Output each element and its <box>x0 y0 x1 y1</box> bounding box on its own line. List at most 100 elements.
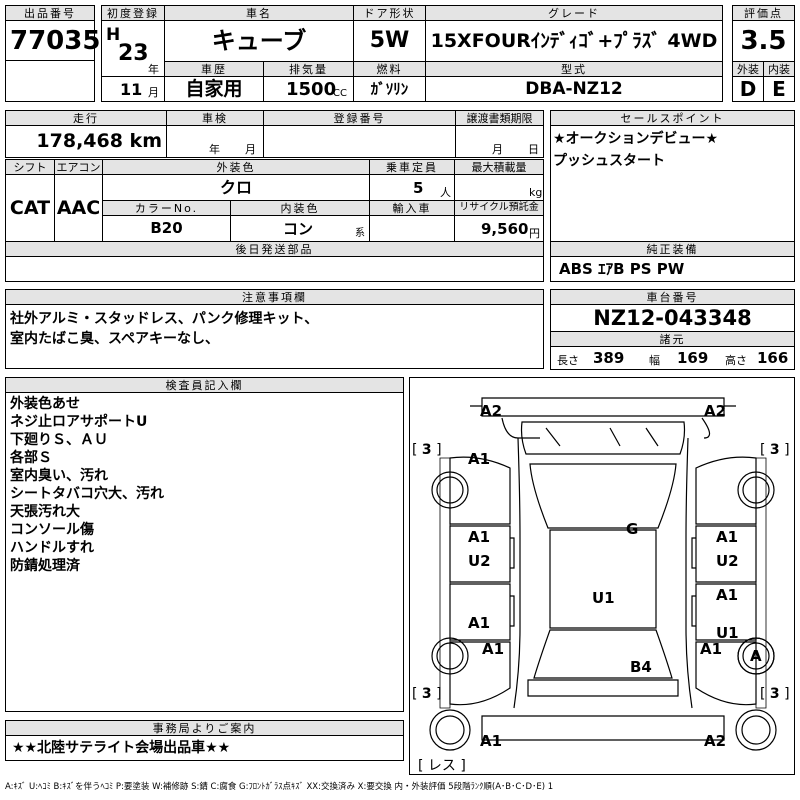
fuel-label: 燃料 <box>353 61 426 77</box>
door-label: ドア形状 <box>353 5 426 21</box>
color-no-label: カラーNo. <box>102 200 231 216</box>
door: 5W <box>353 20 426 62</box>
lot-blank <box>5 60 95 102</box>
inspector-line: 各部Ｓ <box>10 450 52 466</box>
inspection-cell: 年 月 <box>166 125 264 158</box>
reg-year-cell: H 23 年 <box>101 20 165 77</box>
damage-mark: A1 <box>716 586 738 604</box>
inspection-month-unit: 月 <box>245 143 256 156</box>
damage-mark: U2 <box>468 552 491 570</box>
damage-mark: U1 <box>592 589 615 607</box>
spec-label: 諸元 <box>550 331 795 347</box>
reg-year: 23 <box>118 41 149 66</box>
mileage: 178,468 km <box>5 125 167 158</box>
inspector-line: 外装色あせ <box>10 396 80 412</box>
length-label: 長さ <box>557 354 579 367</box>
inspection-label: 車検 <box>166 110 264 126</box>
reg-label: 初度登録 <box>101 5 165 21</box>
recycle: 9,560 <box>481 220 529 238</box>
car-name-label: 車名 <box>164 5 354 21</box>
score-label: 評価点 <box>732 5 795 21</box>
color-no: B20 <box>102 215 231 242</box>
damage-mark: G <box>626 520 638 538</box>
reg-month-cell: 11 月 <box>101 76 165 102</box>
cc-unit: CC <box>333 88 347 99</box>
sales-line-1: ★オークションデビュー★ <box>553 131 719 147</box>
damage-mark: B4 <box>630 658 652 676</box>
damage-mark: A1 <box>482 640 504 658</box>
damage-mark: U1 <box>716 624 739 642</box>
color-label: 外装色 <box>102 159 370 175</box>
spare-tire: [ レス ] <box>418 758 466 774</box>
era: H <box>106 25 121 45</box>
equipment-label: 純正装備 <box>550 241 795 257</box>
int-color-label: 内装色 <box>230 200 370 216</box>
shift: CAT <box>5 174 55 242</box>
ext-label: 外装 <box>732 61 764 77</box>
car-diagram-svg: A2 A2 A1 A1 U2 A1 U2 A1 A1 U1 U1 A1 A1 A… <box>412 397 790 774</box>
mileage-label: 走行 <box>5 110 167 126</box>
inspector-line: ネジ止ロアサポートU <box>10 414 148 430</box>
inspector-line: シートタバコ穴大、汚れ <box>10 486 164 502</box>
capacity-unit: 人 <box>440 186 451 199</box>
inspection-year-unit: 年 <box>209 143 220 156</box>
caution-line-1: 社外アルミ・スタッドレス、パンク修理キット、 <box>10 311 319 327</box>
inspector-line: 室内臭い、汚れ <box>10 468 108 484</box>
chassis-label: 車台番号 <box>550 289 795 305</box>
int-color: コン <box>283 220 314 238</box>
displacement: 1500 <box>286 79 337 100</box>
damage-mark: A1 <box>480 732 502 750</box>
score: 3.5 <box>732 20 795 62</box>
load-unit: kg <box>529 186 543 199</box>
sales-label: セールスポイント <box>550 110 795 126</box>
tire-tread-rl: [ 3 ] <box>412 686 442 702</box>
inspector-line: 天張汚れ大 <box>10 504 80 520</box>
capacity-cell: 5 人 <box>369 174 455 201</box>
later-parts-label: 後日発送部品 <box>5 241 544 257</box>
inspector-notes: 外装色あせ ネジ止ロアサポートU 下廻りＳ、ＡＵ 各部Ｓ 室内臭い、汚れ シート… <box>5 392 404 712</box>
sales-line-2: プッシュスタート <box>553 153 665 169</box>
import-cell <box>369 215 455 242</box>
transfer-month-unit: 月 <box>492 143 503 156</box>
lot-number: 77035 <box>5 20 100 61</box>
model: DBA-NZ12 <box>425 76 723 102</box>
import-label: 輸入車 <box>369 200 455 216</box>
displacement-cell: 1500 CC <box>263 76 354 102</box>
color: クロ <box>102 174 370 201</box>
inspector-line: コンソール傷 <box>10 522 94 538</box>
shift-label: シフト <box>5 159 55 175</box>
width-label: 幅 <box>649 354 660 367</box>
history: 自家用 <box>164 76 264 102</box>
transfer-day-unit: 日 <box>528 143 539 156</box>
transfer-cell: 月 日 <box>455 125 544 158</box>
damage-mark: A2 <box>704 402 726 420</box>
office-note: ★★北陸サテライト会場出品車★★ <box>5 735 404 761</box>
damage-mark: A1 <box>716 528 738 546</box>
damage-mark: A1 <box>468 528 490 546</box>
grade: 15XFOURｲﾝﾃﾞｨｺﾞ+ﾌﾟﾗｽﾞ 4WD <box>425 20 723 62</box>
legend: A:ｷｽﾞ U:ﾍｺﾐ B:ｷｽﾞを伴うﾍｺﾐ P:要塗装 W:補修跡 S:錆 … <box>5 782 554 792</box>
length: 389 <box>593 349 625 367</box>
ac: AAC <box>54 174 103 242</box>
width: 169 <box>677 349 709 367</box>
caution-label: 注意事項欄 <box>5 289 544 305</box>
damage-mark: A1 <box>700 640 722 658</box>
inspector-label: 検査員記入欄 <box>5 377 404 393</box>
recycle-unit: 円 <box>529 227 540 240</box>
load-label: 最大積載量 <box>454 159 544 175</box>
lot-label: 出品番号 <box>5 5 95 21</box>
tire-tread-rr: [ 3 ] <box>760 686 790 702</box>
month-unit: 月 <box>148 86 159 99</box>
damage-mark: A1 <box>468 614 490 632</box>
height: 166 <box>757 349 789 367</box>
ext-grade: D <box>732 76 764 102</box>
damage-mark: A <box>750 647 762 665</box>
model-label: 型式 <box>425 61 723 77</box>
transfer-label: 譲渡書類期限 <box>455 110 544 126</box>
equipment: ABS ｴｱB PS PW <box>550 256 795 282</box>
height-label: 高さ <box>725 354 747 367</box>
inspector-line: 下廻りＳ、ＡＵ <box>10 432 108 448</box>
capacity-label: 乗車定員 <box>369 159 455 175</box>
fuel: ｶﾞｿﾘﾝ <box>353 76 426 102</box>
spec-cell: 長さ 389 幅 169 高さ 166 <box>550 346 795 370</box>
